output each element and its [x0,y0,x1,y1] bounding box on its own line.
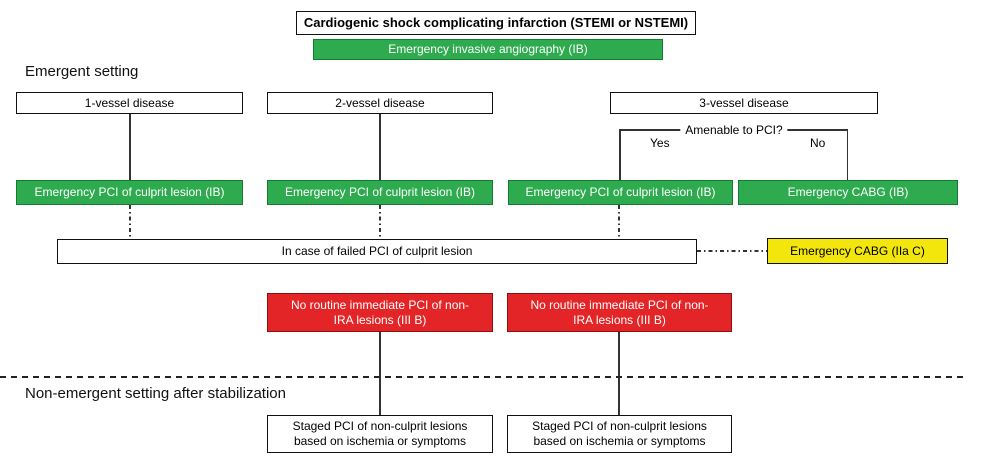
connector-amenable-no [846,129,848,180]
vessel-box-1: 1-vessel disease [16,92,243,114]
connector-staged-2 [618,332,620,415]
staged-pci-box-1: Staged PCI of non-culprit lesions based … [267,415,493,453]
treatment-box-pci-2: Emergency PCI of culprit lesion (IB) [267,180,493,205]
vessel-box-2: 2-vessel disease [267,92,493,114]
connector-staged-1 [379,332,381,415]
no-label: No [810,136,826,150]
connector-dashdot-cabg [697,250,767,252]
treatment-box-pci-3: Emergency PCI of culprit lesion (IB) [508,180,733,205]
yes-label: Yes [650,136,670,150]
amenable-question-label: Amenable to PCI? [680,123,788,137]
connector-amenable-yes [619,129,621,180]
connector-vessel1 [129,114,131,180]
emergent-setting-label: Emergent setting [25,63,139,80]
no-routine-box-2: No routine immediate PCI of non-IRA lesi… [507,293,732,332]
treatment-box-pci-1: Emergency PCI of culprit lesion (IB) [16,180,243,205]
failed-pci-box: In case of failed PCI of culprit lesion [57,239,697,264]
vessel-box-3: 3-vessel disease [610,92,878,114]
connector-vessel2 [379,114,381,180]
cabg-fallback-box: Emergency CABG (IIa C) [767,238,948,264]
non-emergent-setting-label: Non-emergent setting after stabilization [25,385,286,402]
treatment-box-cabg: Emergency CABG (IB) [738,180,958,205]
staged-pci-box-2: Staged PCI of non-culprit lesions based … [507,415,732,453]
angiography-box: Emergency invasive angiography (IB) [313,39,663,60]
connector-dashdot-1 [129,205,131,239]
title-box: Cardiogenic shock complicating infarctio… [296,11,696,35]
connector-dashdot-3 [618,205,620,239]
section-separator-line [0,376,965,378]
no-routine-box-1: No routine immediate PCI of non-IRA lesi… [267,293,493,332]
connector-dashdot-2 [379,205,381,239]
